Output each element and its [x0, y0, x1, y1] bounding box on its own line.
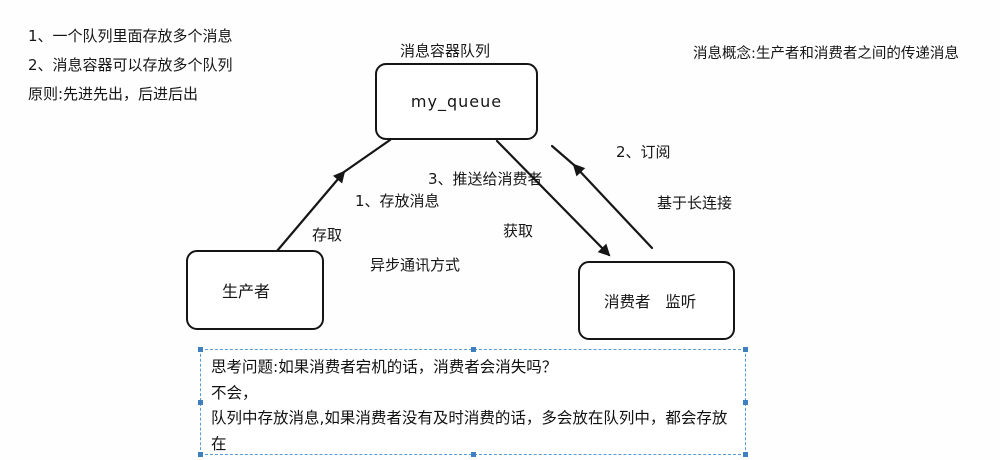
selection-handle[interactable] — [743, 400, 748, 405]
label-access: 存取 — [312, 226, 343, 244]
label-push: 3、推送给消费者 — [428, 170, 543, 188]
producer-node[interactable]: 生产者 — [186, 250, 324, 330]
note-top-right: 消息概念:生产者和消费者之间的传递消息 — [693, 46, 959, 62]
selection-handle[interactable] — [471, 452, 476, 457]
selection-handle[interactable] — [743, 452, 748, 457]
note-line-3: 原则:先进先出，后进后出 — [28, 85, 199, 103]
selection-handle[interactable] — [198, 452, 203, 457]
note-line-1: 1、一个队列里面存放多个消息 — [28, 27, 233, 45]
thought-line-2: 不会， — [211, 383, 258, 402]
thought-text-box[interactable]: 思考问题:如果消费者宕机的话，消费者会消失吗？ 不会， 队列中存放消息,如果消费… — [198, 347, 748, 457]
label-subscribe: 2、订阅 — [616, 143, 671, 161]
label-get: 获取 — [503, 222, 534, 240]
selection-handle[interactable] — [471, 347, 476, 352]
queue-title: 消息容器队列 — [400, 42, 491, 60]
thought-line-1: 思考问题:如果消费者宕机的话，消费者会消失吗？ — [211, 358, 558, 376]
consumer-node[interactable]: 消费者 监听 — [578, 261, 735, 340]
producer-label: 生产者 — [222, 282, 271, 301]
label-store-message: 1、存放消息 — [355, 192, 440, 210]
notes-top-left: 1、一个队列里面存放多个消息 2、消息容器可以存放多个队列 原则:先进先出，后进… — [28, 22, 233, 109]
selection-handle[interactable] — [198, 400, 203, 405]
consumer-label: 消费者 监听 — [604, 292, 697, 311]
thought-line-3: 队列中存放消息,如果消费者没有及时消费的话，多会放在队列中，都会存放在 — [211, 409, 728, 453]
label-long-connection: 基于长连接 — [657, 194, 733, 212]
label-async-communication: 异步通讯方式 — [370, 256, 461, 274]
selection-handle[interactable] — [198, 347, 203, 352]
queue-label: my_queue — [410, 92, 503, 111]
queue-node[interactable]: my_queue — [375, 63, 538, 140]
selection-handle[interactable] — [743, 347, 748, 352]
note-line-2: 2、消息容器可以存放多个队列 — [28, 56, 233, 74]
